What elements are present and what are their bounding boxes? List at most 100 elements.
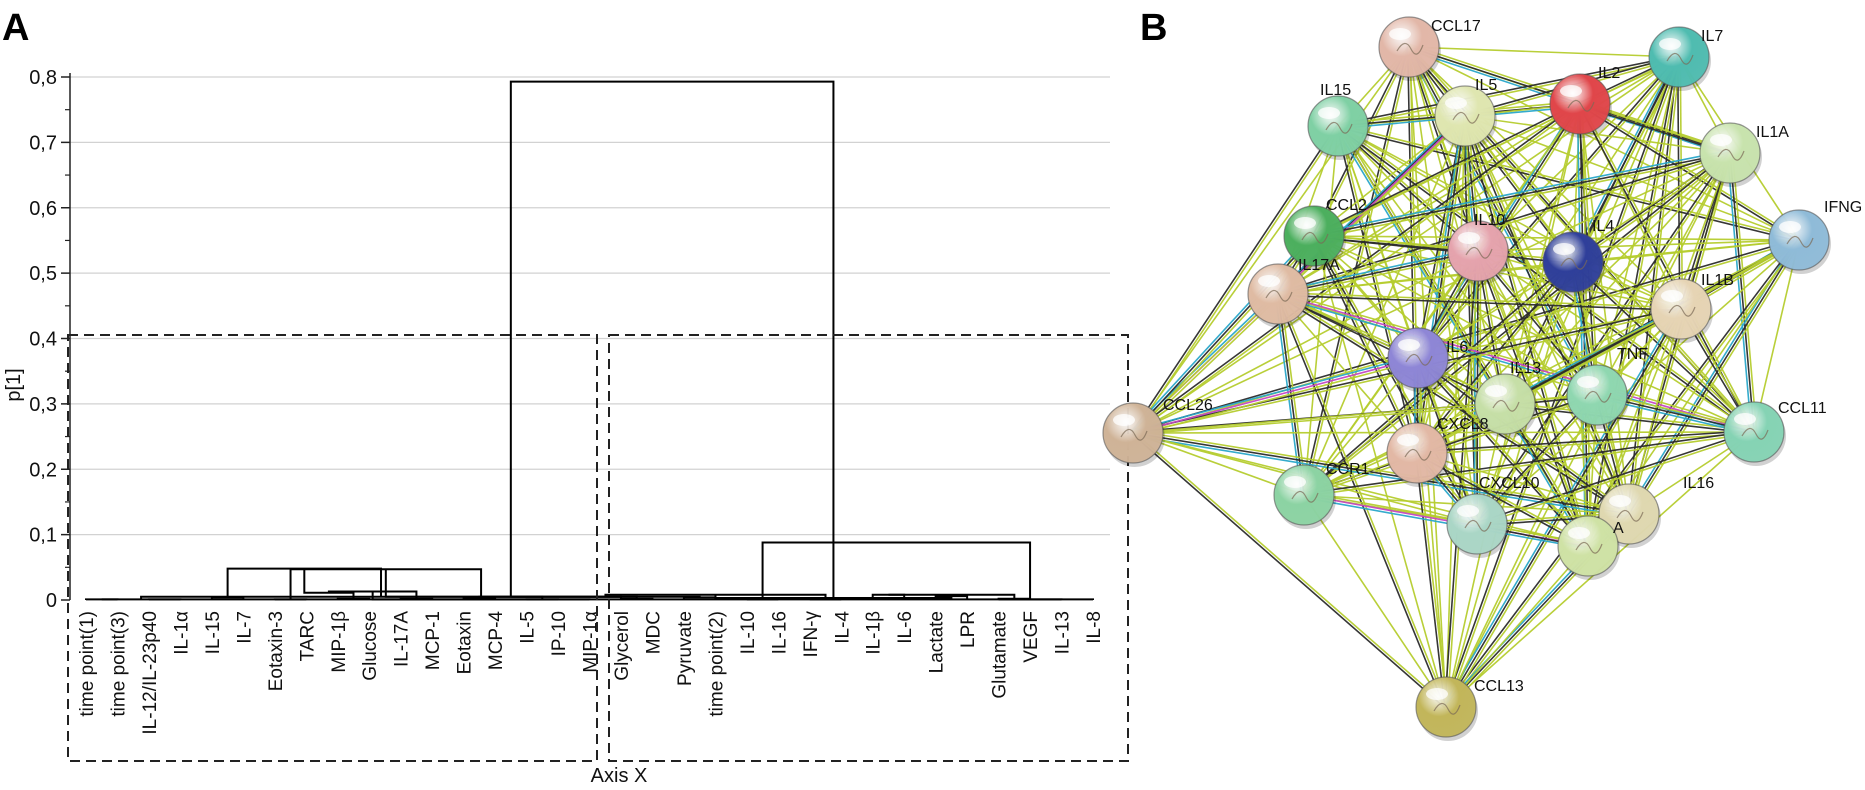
node-highlight [1779, 221, 1801, 233]
protein-structure-glyph [1452, 111, 1480, 124]
node-sphere [1447, 220, 1509, 282]
network-edge [1314, 154, 1731, 240]
node-highlight [1458, 232, 1480, 244]
network-edge [1417, 309, 1683, 455]
network-node: IL1A [1699, 122, 1789, 187]
network-node: IL13 [1474, 360, 1541, 438]
protein-structure-glyph [1616, 509, 1644, 522]
node-highlight [1258, 275, 1280, 287]
network-edge [1277, 295, 1754, 436]
network-edge [1303, 115, 1466, 496]
x-tick-label: Glucose [360, 611, 381, 681]
y-tick-label: 0,5 [29, 263, 57, 285]
protein-structure-glyph [1666, 52, 1694, 65]
node-sphere [1415, 676, 1477, 738]
node-highlight [1389, 28, 1411, 40]
node-label: IL2 [1598, 65, 1620, 82]
network-edge [1596, 152, 1731, 396]
network-node: IL4 [1542, 218, 1614, 296]
node-highlight [1457, 505, 1479, 517]
protein-structure-glyph [1741, 427, 1769, 440]
node-highlight [1485, 385, 1507, 397]
dendrogram-link [511, 595, 701, 598]
node-label: IL10 [1474, 212, 1505, 229]
network-node: IL16 [1598, 475, 1714, 548]
network-edge [1314, 233, 1574, 262]
network-node: CCL26 [1102, 397, 1213, 467]
network-edge [1133, 240, 1800, 436]
network-edge [1415, 453, 1588, 548]
network-edge [1304, 432, 1755, 498]
network-edge [1462, 116, 1588, 547]
node-label: IFNG [1824, 199, 1862, 216]
protein-structure-glyph [1567, 99, 1595, 112]
x-tick-labels: time point(1)time point(3)IL-12/IL-23p40… [77, 611, 1105, 735]
protein-structure-glyph [1301, 231, 1329, 244]
node-highlight [1661, 290, 1683, 302]
network-edge [1133, 126, 1340, 435]
network-edge [1312, 236, 1417, 454]
network-edge [1278, 293, 1448, 707]
network-edge [1313, 235, 1506, 405]
network-node: A [1557, 515, 1624, 580]
node-label: CCL11 [1778, 400, 1827, 417]
x-tick-label: IL-1α [171, 611, 192, 655]
node-sphere [1648, 26, 1710, 88]
dendrogram-link [303, 568, 355, 599]
x-tick-label: IL-8 [1084, 611, 1105, 644]
node-label: CCL26 [1163, 397, 1213, 414]
node-sphere [1557, 515, 1619, 577]
x-tick-label: Glycerol [612, 611, 633, 681]
network-edge [1313, 149, 1730, 235]
y-tick-label: 0,7 [29, 132, 57, 154]
network-edge [1304, 395, 1598, 497]
protein-structure-glyph [1465, 246, 1493, 259]
network-node: CCR1 [1273, 461, 1370, 529]
protein-structure-glyph [1433, 702, 1461, 715]
network-edge [1278, 292, 1631, 514]
node-sphere [1434, 85, 1496, 147]
network-edge [1416, 358, 1629, 516]
network-edge [1417, 451, 1590, 546]
x-tick-label: time point(2) [706, 611, 727, 717]
network-edge [1445, 115, 1466, 708]
node-label: IL13 [1510, 360, 1541, 377]
cluster-1-box [67, 334, 598, 762]
dendrogram-panel: 00,10,20,30,40,50,60,70,8 time point(1)t… [3, 67, 1129, 787]
dendrogram-tree [85, 80, 1094, 601]
network-node: IL5 [1434, 77, 1497, 150]
x-tick-label: Pyruvate [675, 611, 696, 686]
network-edge [1628, 239, 1800, 515]
network-edge [1132, 250, 1479, 434]
protein-structure-glyph [1291, 490, 1319, 503]
x-tick-label: Glutamate [990, 611, 1011, 699]
x-tick-label: IL-12/IL-23p40 [140, 611, 161, 735]
x-tick-label: MIP-1β [329, 611, 350, 673]
node-highlight [1426, 688, 1448, 700]
node-highlight [1553, 243, 1575, 255]
protein-structure-glyph [1717, 148, 1745, 161]
node-highlight [1445, 97, 1467, 109]
dendrogram-link [761, 541, 1032, 600]
node-label: CCL2 [1326, 197, 1367, 214]
network-edge [1729, 152, 1755, 433]
network-edge [1313, 152, 1731, 237]
cluster-2-box [608, 334, 1129, 762]
node-highlight [1294, 217, 1316, 229]
network-edge [1505, 401, 1755, 432]
x-tick-label: IP-10 [549, 611, 570, 656]
y-tick-label: 0,6 [29, 198, 57, 220]
protein-structure-glyph [1120, 428, 1148, 441]
network-edge [1277, 294, 1681, 312]
network-edge [1304, 153, 1732, 497]
network-edge [1132, 152, 1731, 434]
node-label: IL15 [1320, 82, 1351, 99]
protein-structure-glyph [1575, 541, 1603, 554]
node-label: TNF [1617, 346, 1648, 363]
network-edge [1337, 126, 1799, 243]
network-edge [1278, 252, 1479, 298]
network-edge [1464, 115, 1800, 241]
node-highlight [1560, 85, 1582, 97]
network-edge [1277, 293, 1755, 433]
